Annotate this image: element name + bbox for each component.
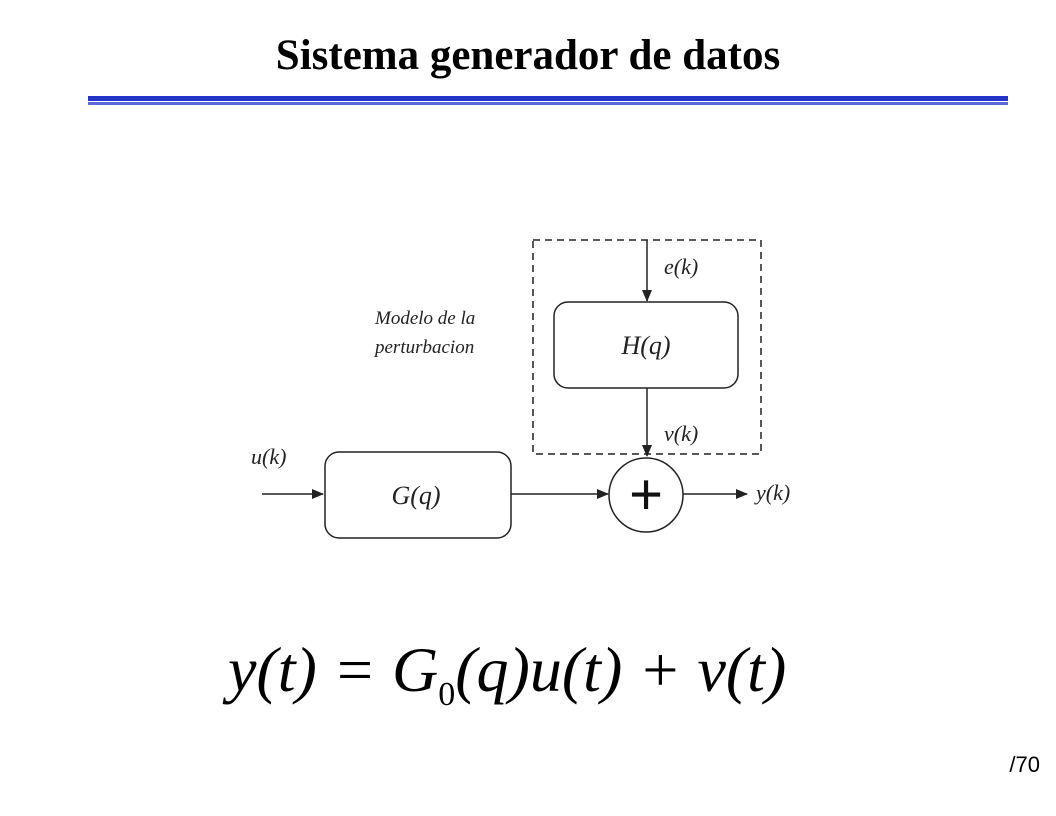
input-signal-label: u(k) xyxy=(251,444,286,469)
equation-subscript: 0 xyxy=(438,675,456,713)
noise-filter-label: H(q) xyxy=(620,331,670,360)
title-underline xyxy=(88,96,1008,105)
slide-title: Sistema generador de datos xyxy=(275,32,781,79)
output-signal-label: y(k) xyxy=(754,480,790,505)
title-underline-thin xyxy=(88,102,1008,105)
title-underline-thick xyxy=(88,96,1008,101)
page-number: /70 xyxy=(1009,752,1040,777)
disturbance-model-label-line2: perturbacion xyxy=(373,337,474,358)
noise-source-label: e(k) xyxy=(664,254,698,279)
disturbance-model-label-line1: Modelo de la xyxy=(374,308,475,329)
noise-filter-block xyxy=(553,301,739,389)
summing-junction-symbol: + xyxy=(629,462,663,527)
noise-signal-label: v(k) xyxy=(664,421,698,446)
summing-junction xyxy=(608,457,684,533)
plant-block xyxy=(324,451,512,539)
plant-block-label: G(q) xyxy=(391,481,440,510)
system-equation: y(t) = G0(q)u(t) + v(t) xyxy=(228,634,787,713)
